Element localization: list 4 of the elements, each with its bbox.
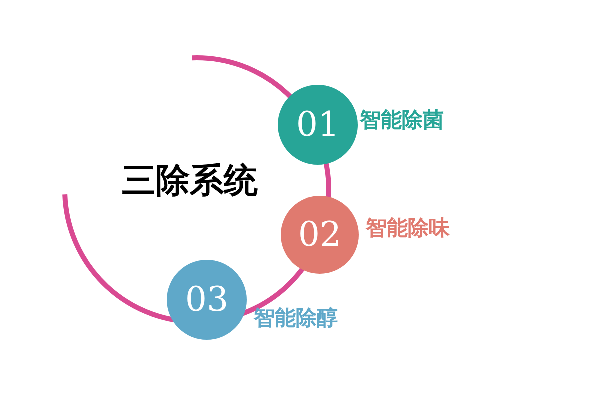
item-label: 智能除醇 xyxy=(254,308,338,329)
item-label: 智能除味 xyxy=(366,218,450,239)
title: 三除系统 xyxy=(122,164,258,198)
item-label: 智能除菌 xyxy=(360,110,444,131)
